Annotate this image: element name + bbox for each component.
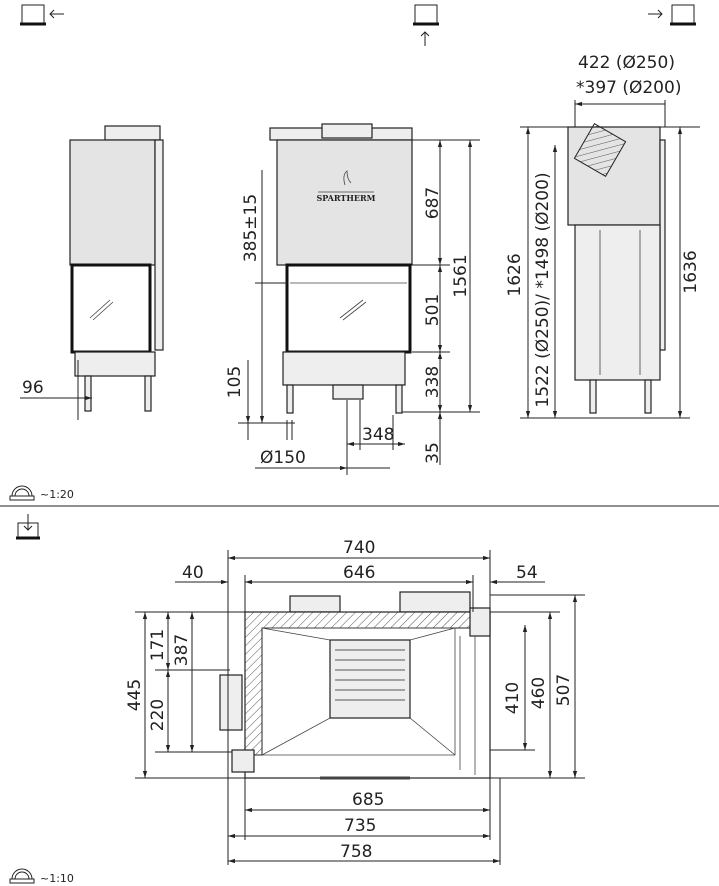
left-view-icon xyxy=(20,4,64,26)
dim-plan-bottom-total: 758 xyxy=(340,842,372,862)
scale-icon xyxy=(9,868,35,884)
dim-plan-left-mid: 387 xyxy=(172,634,192,666)
brand-logo-text: SPARTHERM xyxy=(316,193,375,203)
dim-base-height: 338 xyxy=(423,366,443,398)
dim-inlet-offset: 348 xyxy=(362,425,394,445)
dim-plan-top-left: 40 xyxy=(182,563,204,583)
scale-icon xyxy=(9,485,35,501)
dim-glass-height: 501 xyxy=(423,294,443,326)
elevation-scale: ~1:20 xyxy=(40,488,74,501)
dim-plan-left-upper: 171 xyxy=(148,629,168,661)
dim-plan-left-lower: 220 xyxy=(148,699,168,731)
dim-hood-height: 687 xyxy=(423,187,443,219)
dim-flue-offset-200: *397 (Ø200) xyxy=(576,78,681,98)
plan-scale: ~1:10 xyxy=(40,872,74,885)
dim-height-left: 1626 xyxy=(505,253,525,296)
dim-plan-top-total: 740 xyxy=(343,538,375,558)
dim-plan-top-right: 54 xyxy=(516,563,538,583)
dim-total-height: 1561 xyxy=(451,254,471,297)
dim-feet-height: 35 xyxy=(423,442,443,464)
front-view: SPARTHERM 687 501 338 35 1561 385±15 105 xyxy=(225,123,480,475)
dim-plan-bottom-mid: 735 xyxy=(344,816,376,836)
front-view-icon xyxy=(413,4,439,46)
dim-plan-top-inner: 646 xyxy=(343,563,375,583)
dim-flue-offset-250: 422 (Ø250) xyxy=(578,53,675,73)
dim-height-right: 1636 xyxy=(681,250,701,293)
dim-plan-right-mid: 460 xyxy=(529,677,549,709)
dim-inlet-height: 105 xyxy=(225,366,245,398)
dim-flue-height: 1522 (Ø250)/ *1498 (Ø200) xyxy=(533,172,553,407)
dim-plan-right-inner: 410 xyxy=(503,682,523,714)
dim-plan-right-total: 507 xyxy=(554,674,574,706)
top-view-icon xyxy=(16,514,40,540)
spartherm-logo: SPARTHERM xyxy=(316,170,376,203)
dim-left-width: 96 xyxy=(22,378,44,398)
dim-outlet-height: 385±15 xyxy=(241,194,261,262)
right-side-view: 422 (Ø250) *397 (Ø200) 1626 1522 (Ø250)/… xyxy=(505,53,701,419)
plan-view: 740 40 646 54 445 171 220 387 410 460 50… xyxy=(125,538,585,865)
dim-plan-bottom-inner: 685 xyxy=(352,790,384,810)
right-view-icon xyxy=(648,4,696,26)
dim-inlet-diameter: Ø150 xyxy=(260,448,306,468)
left-side-view: 96 xyxy=(20,125,164,420)
dim-plan-left-total: 445 xyxy=(125,679,145,711)
